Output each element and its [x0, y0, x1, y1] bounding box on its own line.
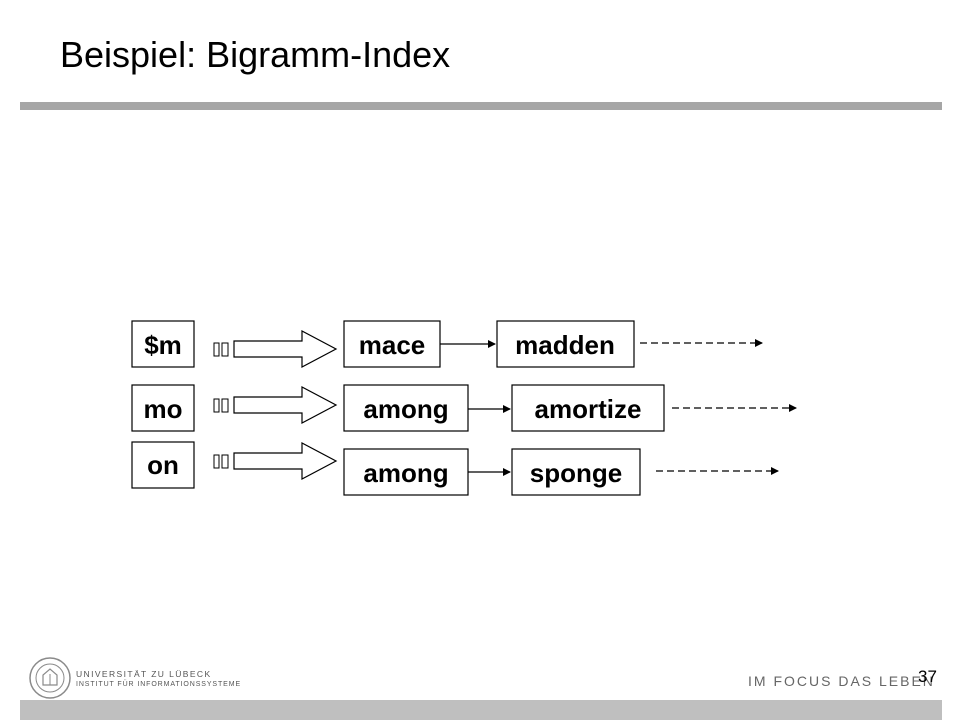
bigram-key-box: [131, 441, 195, 489]
bigram-key: mo: [144, 394, 183, 424]
pointer-icon: [213, 454, 229, 469]
postings-term-box: [343, 448, 469, 496]
index-row-1: $m mace madden: [131, 320, 763, 368]
footer-bar: [20, 700, 942, 720]
institute-name: INSTITUT FÜR INFORMATIONSSYSTEME: [76, 681, 242, 688]
postings-term-box: [496, 320, 635, 368]
bigram-key-box: [131, 320, 195, 368]
pointer-icon: [213, 398, 229, 413]
postings-term: among: [363, 394, 448, 424]
postings-term: madden: [515, 330, 615, 360]
postings-term: mace: [359, 330, 426, 360]
index-row-3: on among sponge: [131, 441, 779, 496]
index-row-2: mo among amortize: [131, 384, 797, 432]
postings-term-box: [511, 384, 665, 432]
university-seal-icon: [29, 657, 71, 699]
postings-term-box: [511, 448, 641, 496]
block-arrow: [233, 386, 338, 424]
university-name: UNIVERSITÄT ZU LÜBECK: [76, 669, 212, 679]
postings-term-box: [343, 384, 469, 432]
postings-term: sponge: [530, 458, 622, 488]
pointer-icon: [213, 342, 229, 357]
page-number: 37: [918, 667, 937, 686]
bigram-key: $m: [144, 330, 182, 360]
block-arrow: [233, 330, 338, 368]
block-arrow: [233, 442, 338, 480]
slide-title: Beispiel: Bigramm-Index: [60, 34, 451, 75]
bigram-key-box: [131, 384, 195, 432]
postings-term: amortize: [535, 394, 642, 424]
postings-term: among: [363, 458, 448, 488]
bigram-key: on: [147, 450, 179, 480]
title-rule: [20, 102, 942, 110]
footer-slogan: IM FOCUS DAS LEBEN: [748, 673, 935, 689]
